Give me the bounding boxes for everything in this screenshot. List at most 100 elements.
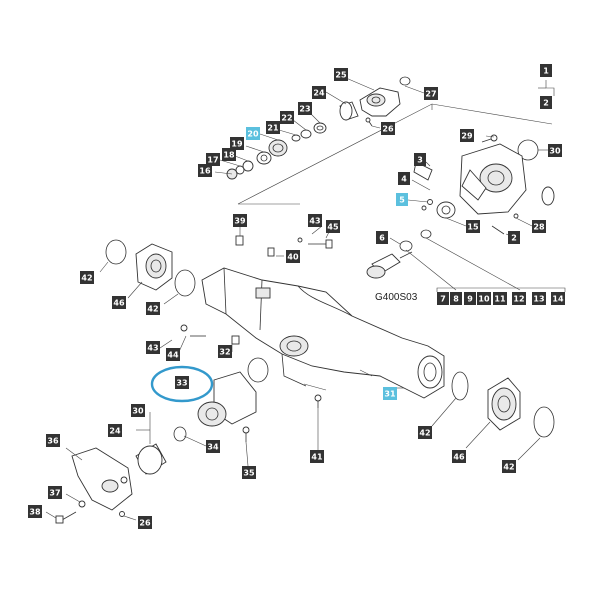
callout-number: 45 xyxy=(327,223,339,232)
callout-number: 38 xyxy=(29,508,41,517)
callout-4: 4 xyxy=(398,172,410,185)
callout-42: 42 xyxy=(418,426,432,439)
callout-17: 17 xyxy=(206,153,220,166)
callout-box xyxy=(242,466,256,479)
callout-13: 13 xyxy=(532,292,546,305)
callout-number: 17 xyxy=(207,156,218,165)
callout-box xyxy=(512,292,526,305)
callout-42: 42 xyxy=(80,271,94,284)
callout-box xyxy=(532,292,546,305)
callout-number: 6 xyxy=(379,234,385,243)
callout-box xyxy=(508,231,520,244)
callout-box xyxy=(326,220,340,233)
callout-number: 19 xyxy=(231,140,243,149)
part-25-yoke xyxy=(359,87,401,117)
callout-7: 7 xyxy=(437,292,449,305)
callout-2: 2 xyxy=(508,231,520,244)
callout-18: 18 xyxy=(222,148,236,161)
upper-subassembly-outline xyxy=(237,103,553,205)
callout-box xyxy=(381,122,395,135)
callout-number: 39 xyxy=(234,217,246,226)
callout-34: 34 xyxy=(206,440,220,453)
part-46-hub-left xyxy=(135,243,173,291)
callout-box xyxy=(540,96,552,109)
part-36-bracket xyxy=(71,447,133,511)
callout-41: 41 xyxy=(310,450,324,463)
callout-box xyxy=(48,486,62,499)
callout-box xyxy=(28,505,42,518)
callout-box xyxy=(460,129,474,142)
callout-10: 10 xyxy=(477,292,491,305)
callout-number: 36 xyxy=(47,437,59,446)
callout-39: 39 xyxy=(233,214,247,227)
callout-box xyxy=(312,86,326,99)
callout-box xyxy=(246,127,260,140)
group-bracket-7-14 xyxy=(436,287,566,292)
part-oring-center xyxy=(247,357,269,383)
callout-box xyxy=(146,341,160,354)
callout-30: 30 xyxy=(548,144,562,157)
callout-32: 32 xyxy=(218,345,232,358)
callout-number: 46 xyxy=(453,453,465,462)
callout-26: 26 xyxy=(381,122,395,135)
callout-box xyxy=(502,460,516,473)
callout-33: 33 xyxy=(175,376,189,389)
steering-cylinder-assembly xyxy=(173,371,257,442)
callout-box xyxy=(551,292,565,305)
callout-box xyxy=(464,292,476,305)
callout-number: 44 xyxy=(167,351,179,360)
callout-25: 25 xyxy=(334,68,348,81)
callout-box xyxy=(548,144,562,157)
part-35-bolt xyxy=(242,426,250,442)
callout-number: 13 xyxy=(533,295,544,304)
part-3-bracket xyxy=(413,161,433,181)
part-45-bolt xyxy=(308,239,333,249)
callout-number: 1 xyxy=(543,67,549,76)
callout-box xyxy=(222,148,236,161)
callout-box xyxy=(206,440,220,453)
callout-6: 6 xyxy=(376,231,388,244)
leader-lines xyxy=(45,77,555,521)
callout-35: 35 xyxy=(242,466,256,479)
callout-number: 30 xyxy=(132,407,144,416)
callout-box xyxy=(112,296,126,309)
callout-31: 31 xyxy=(383,387,397,400)
callout-box xyxy=(166,348,180,361)
callout-8: 8 xyxy=(450,292,462,305)
part-26-screw-top xyxy=(365,117,373,127)
part-24-bushing-bottom xyxy=(135,443,167,475)
callout-1: 1 xyxy=(540,64,552,77)
callout-number: 12 xyxy=(513,295,524,304)
callout-number: 42 xyxy=(419,429,430,438)
callout-number: 24 xyxy=(109,427,121,436)
callout-19: 19 xyxy=(230,137,244,150)
callout-box xyxy=(437,292,449,305)
callout-number: 28 xyxy=(533,223,545,232)
part-2-bolt xyxy=(491,225,505,235)
callout-box xyxy=(175,376,189,389)
callout-box xyxy=(376,231,388,244)
part-28-plug xyxy=(513,213,519,219)
callout-12: 12 xyxy=(512,292,526,305)
part-37-nut xyxy=(78,500,86,508)
callout-box xyxy=(233,214,247,227)
part-5-screw xyxy=(427,199,433,205)
part-24-bushing-top xyxy=(339,101,359,121)
callout-box xyxy=(206,153,220,166)
part-39-fitting xyxy=(235,235,244,246)
callout-box xyxy=(146,302,160,315)
callout-number: 2 xyxy=(511,234,517,243)
callout-box xyxy=(310,450,324,463)
callout-box xyxy=(452,450,466,463)
callout-29: 29 xyxy=(460,129,474,142)
callout-number: 9 xyxy=(467,295,473,304)
callout-box xyxy=(418,426,432,439)
part-44-bolt xyxy=(180,324,206,337)
callout-46: 46 xyxy=(112,296,126,309)
callout-box xyxy=(46,434,60,447)
callout-number: 16 xyxy=(199,167,211,176)
callout-number: 33 xyxy=(176,379,187,388)
callout-box xyxy=(218,345,232,358)
callout-number: 35 xyxy=(243,469,255,478)
model-code: G400S03 xyxy=(375,292,418,303)
